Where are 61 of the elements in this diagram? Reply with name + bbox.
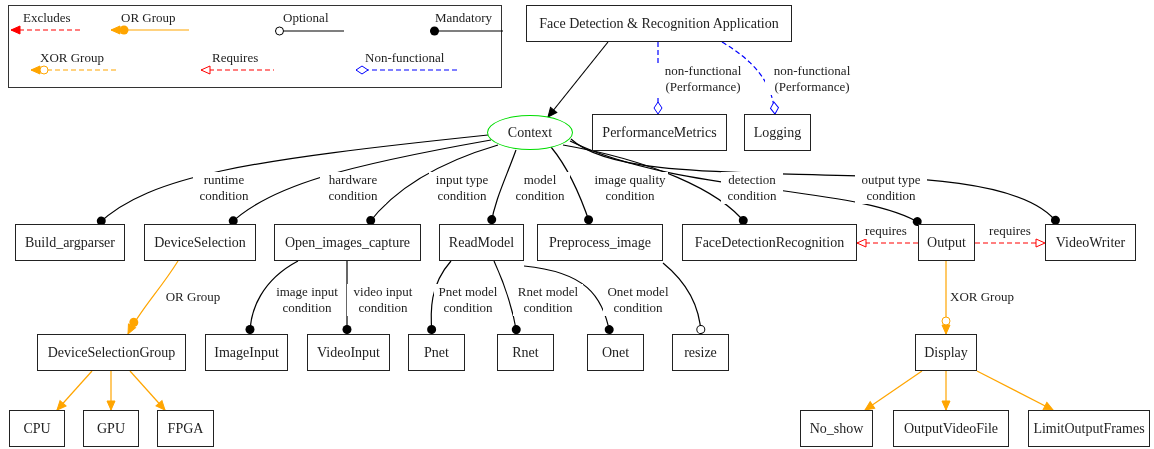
edge-label: Rnet model condition (513, 284, 583, 316)
edge-label: detection condition (721, 172, 783, 204)
feature-box: OutputVideoFile (893, 410, 1009, 447)
feature-box: VideoInput (307, 334, 390, 371)
feature-box: Preprocess_image (537, 224, 663, 261)
edge-label: output type condition (855, 172, 927, 204)
connector-line (342, 260, 352, 335)
feature-box: GPU (83, 410, 139, 447)
connector-line (366, 144, 499, 225)
connector-line (493, 260, 521, 335)
feature-box: Onet (587, 334, 644, 371)
feature-box: Output (918, 224, 975, 261)
arrow (974, 238, 1046, 248)
feature-box: ReadModel (439, 224, 524, 261)
feature-box: VideoWriter (1045, 224, 1136, 261)
arrow (941, 260, 951, 335)
arrow (106, 370, 116, 411)
legend-label: Mandatory (435, 10, 493, 26)
feature-box: Open_images_capture (274, 224, 421, 261)
connector-line (427, 260, 452, 335)
feature-box: FPGA (157, 410, 214, 447)
arrow (941, 370, 951, 411)
feature-box: FaceDetectionRecognition (682, 224, 857, 261)
arrow (127, 260, 179, 335)
feature-box: Build_argparser (15, 224, 125, 261)
feature-box: Display (915, 334, 977, 371)
legend-label: XOR Group (40, 50, 104, 66)
feature-box: CPU (9, 410, 65, 447)
feature-box: PerformanceMetrics (592, 114, 727, 151)
connector-line (562, 144, 748, 226)
context-ellipse: Context (487, 115, 573, 150)
feature-box: ImageInput (205, 334, 288, 371)
edge-label: hardware condition (320, 172, 386, 204)
arrow (976, 370, 1054, 411)
arrow (56, 370, 93, 411)
feature-box: Rnet (497, 334, 554, 371)
feature-box: DeviceSelectionGroup (37, 334, 186, 371)
connector-line (487, 149, 517, 225)
connector-line (523, 265, 614, 335)
feature-box: resize (672, 334, 729, 371)
legend-label: OR Group (121, 10, 176, 26)
arrow (856, 238, 919, 248)
connector-line (228, 139, 492, 226)
connector-line (245, 260, 299, 335)
feature-box: LimitOutputFrames (1028, 410, 1150, 447)
edge-label: non-functional (Performance) (656, 63, 750, 95)
connector-line (550, 146, 594, 225)
legend-label: Requires (212, 50, 259, 66)
feature-box: Pnet (408, 334, 465, 371)
connector-line (721, 41, 779, 115)
feature-box: DeviceSelection (144, 224, 256, 261)
arrow (129, 370, 166, 411)
legend-label: Non-functional (365, 50, 445, 66)
connector-line (662, 262, 706, 335)
connector-line (97, 134, 489, 226)
feature-box: Logging (744, 114, 811, 151)
root-feature-box: Face Detection & Recognition Application (526, 5, 792, 42)
arrow (864, 370, 923, 411)
legend-label: Excludes (23, 10, 71, 26)
feature-box: No_show (800, 410, 873, 447)
legend-label: Optional (283, 10, 329, 26)
